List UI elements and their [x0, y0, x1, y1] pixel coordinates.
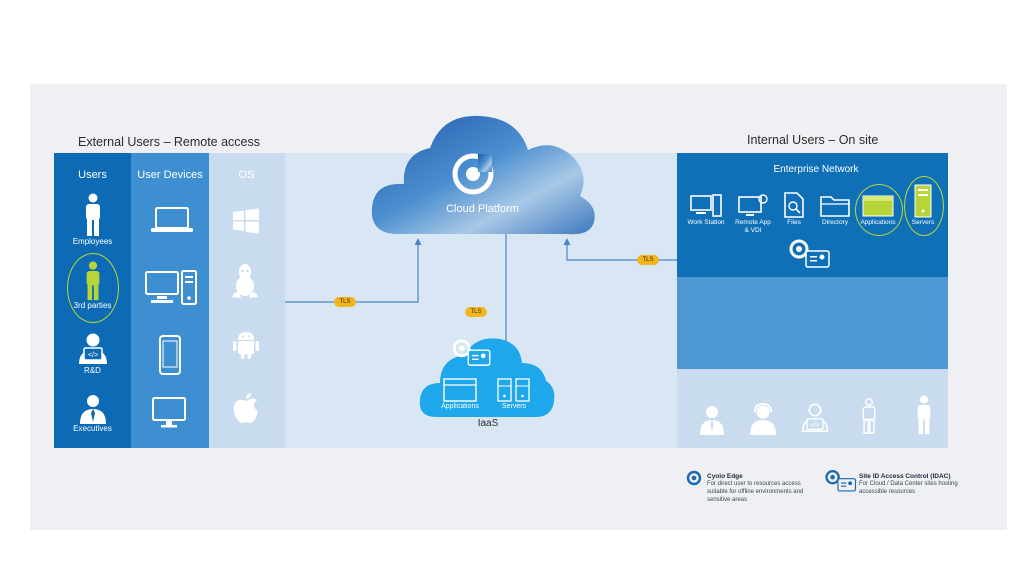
user-executives-label: Executives: [73, 424, 112, 433]
person-icon: [862, 398, 876, 434]
server-rack-icon: [497, 378, 530, 402]
heading-internal-users: Internal Users – On site: [747, 133, 879, 147]
highlight-applications: [855, 184, 903, 236]
heading-external-users: External Users – Remote access: [78, 135, 261, 149]
tls-badge-external: TLS: [334, 297, 356, 307]
user-employees-label: Employees: [72, 237, 113, 246]
headset-agent-icon: [750, 403, 776, 435]
developer-icon: </>: [78, 333, 107, 364]
enterprise-directory-label: Directory: [821, 219, 848, 226]
developer-icon: </>: [801, 403, 829, 433]
enterprise-files-label: Files: [787, 219, 801, 226]
linux-icon: [232, 264, 258, 298]
svg-text:</>: </>: [87, 352, 97, 359]
apple-icon: [233, 393, 258, 423]
enterprise-servers-label: Servers: [911, 219, 935, 226]
user-3rd-parties: 3rd parties: [54, 261, 131, 310]
enterprise-workstation: Work Station: [686, 194, 726, 227]
enterprise-workstation-label: Work Station: [687, 219, 725, 226]
enterprise-applications: Applications: [856, 194, 900, 227]
cloud-platform-label: Cloud Platform: [446, 203, 519, 215]
user-employees: Employees: [54, 193, 131, 246]
enterprise-applications-label: Applications: [860, 219, 896, 226]
iaas-cloud: [419, 338, 555, 417]
remote-app-icon: [738, 194, 768, 216]
phone-icon: [159, 335, 181, 375]
iaas-servers-label: Servers: [501, 403, 527, 410]
person-icon: [85, 193, 100, 236]
person-icon: [917, 395, 931, 435]
legend-idac: Site ID Access Control (IDAC) For Cloud …: [859, 473, 959, 496]
laptop-icon: [151, 207, 193, 232]
internal-middle-band: [677, 277, 948, 369]
legend-cyolo-edge: Cyolo Edge For direct user to resources …: [707, 473, 822, 504]
enterprise-remote-app: Remote App & VDI: [733, 194, 773, 235]
iaas-servers: Servers: [490, 378, 538, 411]
user-rnd: </> R&D: [54, 332, 131, 375]
iaas-applications: Applications: [436, 378, 484, 411]
svg-text:</>: </>: [811, 422, 820, 429]
user-rnd-label: R&D: [84, 366, 101, 375]
android-icon: [233, 332, 259, 359]
folder-icon: [820, 196, 850, 217]
application-window-icon: [862, 195, 894, 217]
idac-icon: [452, 339, 491, 366]
legend-cyolo-edge-title: Cyolo Edge: [707, 473, 743, 480]
server-icon: [914, 184, 932, 218]
support-agent-icon: [700, 406, 724, 435]
iaas-applications-label: Applications: [441, 403, 479, 410]
enterprise-directory: Directory: [815, 194, 855, 227]
desktop-icon: [145, 270, 197, 305]
idac-icon: [825, 469, 857, 492]
idac-icon: [789, 239, 830, 268]
enterprise-servers: Servers: [904, 184, 942, 227]
legend-cyolo-edge-text: For direct user to resources access suit…: [707, 481, 804, 503]
enterprise-files: Files: [778, 192, 810, 227]
iaas-label: IaaS: [477, 418, 499, 429]
tls-badge-internal: TLS: [637, 255, 659, 265]
executive-icon: [79, 395, 106, 424]
tls-badge-iaas: TLS: [465, 307, 487, 317]
os-title: OS: [238, 169, 255, 181]
users-title: Users: [78, 169, 107, 181]
enterprise-remote-app-label: Remote App & VDI: [735, 219, 771, 234]
application-window-icon: [443, 378, 477, 402]
files-icon: [784, 192, 804, 218]
cloud-platform: [371, 115, 595, 235]
legend-idac-title: Site ID Access Control (IDAC): [859, 473, 951, 480]
person-icon: [86, 261, 99, 301]
workstation-icon: [690, 194, 722, 217]
cyolo-edge-icon: [686, 470, 702, 486]
user-3rd-parties-label: 3rd parties: [73, 301, 112, 310]
enterprise-title: Enterprise Network: [773, 164, 859, 175]
user-executives: Executives: [54, 394, 131, 433]
devices-title: User Devices: [137, 169, 203, 181]
monitor-icon: [152, 397, 186, 428]
legend-idac-text: For Cloud / Data Center sites hosting ac…: [859, 481, 958, 495]
highlight-servers: [904, 176, 944, 236]
highlight-3rd-parties: [67, 253, 119, 323]
windows-icon: [233, 208, 259, 234]
